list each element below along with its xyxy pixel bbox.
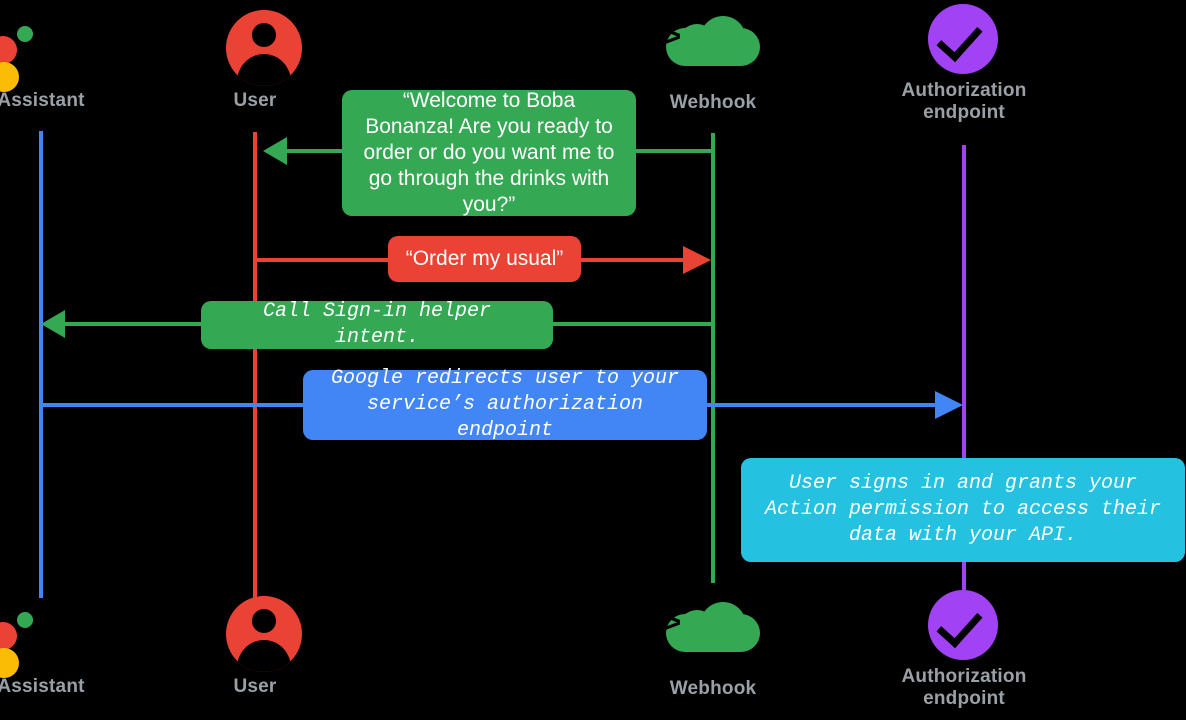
cloud-shape bbox=[666, 602, 760, 652]
user-avatar-circle bbox=[226, 10, 302, 86]
purple-checkmark-icon bbox=[864, 4, 1064, 80]
user-avatar-icon bbox=[155, 6, 355, 90]
actor-label-authorization-endpoint-line2: endpoint bbox=[923, 688, 1005, 709]
actor-user-bottom: User bbox=[155, 592, 355, 698]
assistant-red-dot-icon bbox=[0, 36, 17, 64]
message-arrowhead-order-my-usual bbox=[683, 246, 711, 274]
user-avatar-icon bbox=[155, 592, 355, 676]
message-arrowhead-welcome bbox=[263, 137, 287, 165]
user-avatar-circle bbox=[226, 596, 302, 672]
actor-authorization-endpoint-top: Authorization endpoint bbox=[864, 4, 1064, 124]
purple-checkmark-icon bbox=[864, 590, 1064, 666]
checkmark-glyph bbox=[936, 14, 983, 63]
actor-assistant-bottom: Assistant bbox=[0, 592, 141, 698]
lifeline-authorization-endpoint bbox=[962, 145, 966, 590]
actor-label-assistant: Assistant bbox=[0, 676, 85, 697]
actor-label-webhook: Webhook bbox=[669, 92, 757, 113]
checkmark-glyph bbox=[936, 600, 983, 649]
code-brackets-icon: < > bbox=[639, 606, 681, 639]
actor-label-authorization-endpoint-line1: Authorization bbox=[901, 666, 1027, 687]
message-bubble-welcome: “Welcome to Boba Bonanza! Are you ready … bbox=[342, 89, 636, 216]
google-assistant-icon bbox=[0, 592, 141, 678]
actor-user-top: User bbox=[155, 6, 355, 112]
lifeline-user bbox=[253, 132, 257, 600]
actor-authorization-endpoint-bottom: Authorization endpoint bbox=[864, 590, 1064, 710]
lifeline-assistant bbox=[39, 131, 43, 598]
assistant-green-dot-icon bbox=[17, 612, 33, 628]
checkmark-circle bbox=[928, 590, 998, 660]
message-bubble-google-redirect: Google redirects user to your service’s … bbox=[303, 367, 707, 442]
google-assistant-icon bbox=[0, 6, 141, 92]
lifeline-webhook bbox=[711, 133, 715, 583]
code-brackets-icon: < > bbox=[639, 20, 681, 53]
actor-label-assistant: Assistant bbox=[0, 90, 85, 111]
message-bubble-sign-in-helper: Call Sign-in helper intent. bbox=[201, 300, 553, 349]
assistant-yellow-dot-icon bbox=[0, 62, 19, 92]
assistant-red-dot-icon bbox=[0, 622, 17, 650]
user-body-shape bbox=[237, 640, 291, 672]
message-arrowhead-sign-in-helper bbox=[41, 310, 65, 338]
actor-label-webhook: Webhook bbox=[669, 678, 757, 699]
actor-assistant-top: Assistant bbox=[0, 6, 141, 112]
user-head-shape bbox=[252, 23, 276, 47]
message-bubble-order-my-usual: “Order my usual” bbox=[388, 236, 581, 282]
assistant-green-dot-icon bbox=[17, 26, 33, 42]
actor-label-authorization-endpoint-line2: endpoint bbox=[923, 102, 1005, 123]
assistant-yellow-dot-icon bbox=[0, 648, 19, 678]
checkmark-circle bbox=[928, 4, 998, 74]
cloud-shape bbox=[666, 16, 760, 66]
actor-webhook-top: < > Webhook bbox=[613, 8, 813, 114]
message-arrowhead-google-redirect bbox=[935, 391, 963, 419]
cloud-code-icon: < > bbox=[613, 8, 813, 92]
actor-label-user: User bbox=[233, 90, 277, 111]
cloud-code-icon: < > bbox=[613, 594, 813, 678]
user-body-shape bbox=[237, 54, 291, 86]
actor-label-user: User bbox=[233, 676, 277, 697]
message-bubble-user-grants-permission: User signs in and grants your Action per… bbox=[741, 458, 1185, 562]
actor-webhook-bottom: < > Webhook bbox=[613, 594, 813, 700]
user-head-shape bbox=[252, 609, 276, 633]
actor-label-authorization-endpoint-line1: Authorization bbox=[901, 80, 1027, 101]
